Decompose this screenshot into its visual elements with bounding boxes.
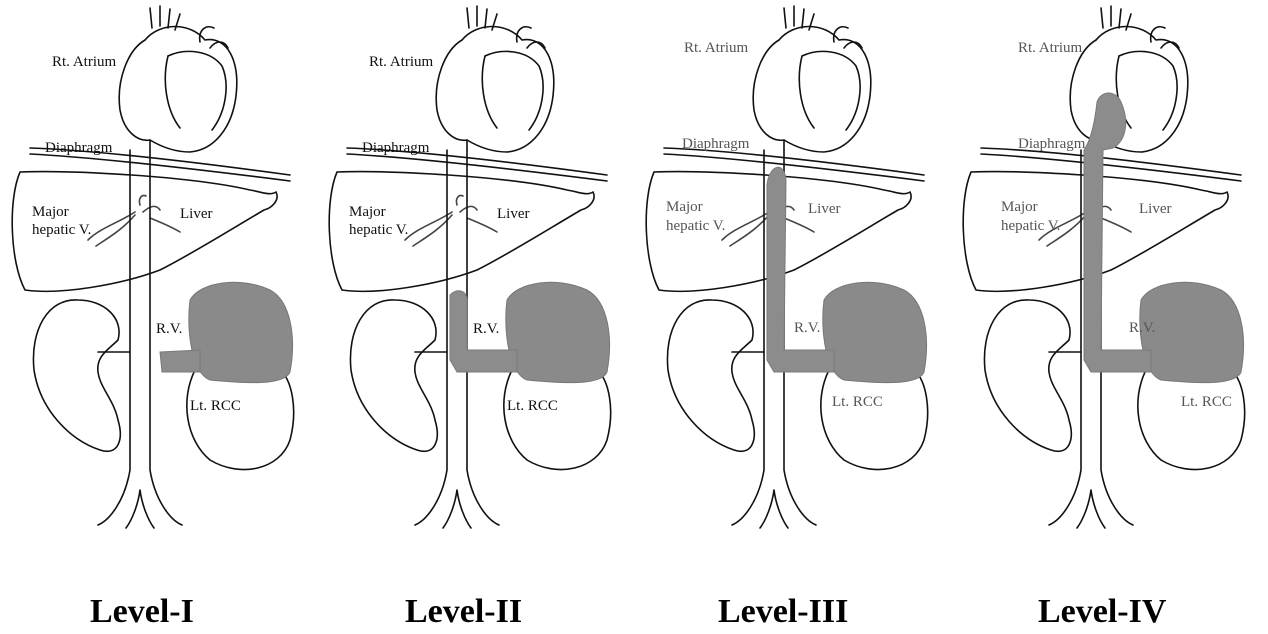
panel-level-2: Rt. Atrium Diaphragm Major hepatic V. Li… <box>329 6 610 630</box>
liver-label: Liver <box>180 206 212 222</box>
rt-atrium-label: Rt. Atrium <box>684 40 749 56</box>
hepatic-v-label: hepatic V. <box>666 218 725 234</box>
diaphragm-label: Diaphragm <box>362 140 430 156</box>
liver-label: Liver <box>808 201 840 217</box>
rv-label: R.V. <box>473 321 499 337</box>
rt-atrium-label: Rt. Atrium <box>1018 40 1083 56</box>
rv-label: R.V. <box>794 320 820 336</box>
level-title: Level-I <box>90 593 194 630</box>
major-label: Major <box>32 204 69 220</box>
lt-rcc-label: Lt. RCC <box>190 398 241 414</box>
level-title: Level-III <box>718 593 848 630</box>
major-label: Major <box>349 204 386 220</box>
liver-label: Liver <box>1139 201 1171 217</box>
lt-rcc-label: Lt. RCC <box>832 394 883 410</box>
liver-label: Liver <box>497 206 529 222</box>
diaphragm-label: Diaphragm <box>682 136 750 152</box>
rv-label: R.V. <box>1129 320 1155 336</box>
hepatic-v-label: hepatic V. <box>32 222 91 238</box>
diaphragm-label: Diaphragm <box>1018 136 1086 152</box>
panel-level-1: Rt. Atrium Diaphragm Major hepatic V. Li… <box>12 6 293 630</box>
thrombus-renal-vein <box>160 350 200 372</box>
rv-label: R.V. <box>156 321 182 337</box>
hepatic-v-label: hepatic V. <box>349 222 408 238</box>
lt-rcc-label: Lt. RCC <box>507 398 558 414</box>
panel-level-4: Rt. Atrium Diaphragm Major hepatic V. Li… <box>963 6 1244 630</box>
level-title: Level-IV <box>1038 593 1167 630</box>
hepatic-v-label: hepatic V. <box>1001 218 1060 234</box>
diaphragm-label: Diaphragm <box>45 140 113 156</box>
rt-atrium-label: Rt. Atrium <box>52 54 117 70</box>
major-label: Major <box>666 199 703 215</box>
panel-level-3: Rt. Atrium Diaphragm Major hepatic V. Li… <box>646 6 927 630</box>
rt-atrium-label: Rt. Atrium <box>369 54 434 70</box>
level-title: Level-II <box>405 593 522 630</box>
major-label: Major <box>1001 199 1038 215</box>
lt-rcc-label: Lt. RCC <box>1181 394 1232 410</box>
